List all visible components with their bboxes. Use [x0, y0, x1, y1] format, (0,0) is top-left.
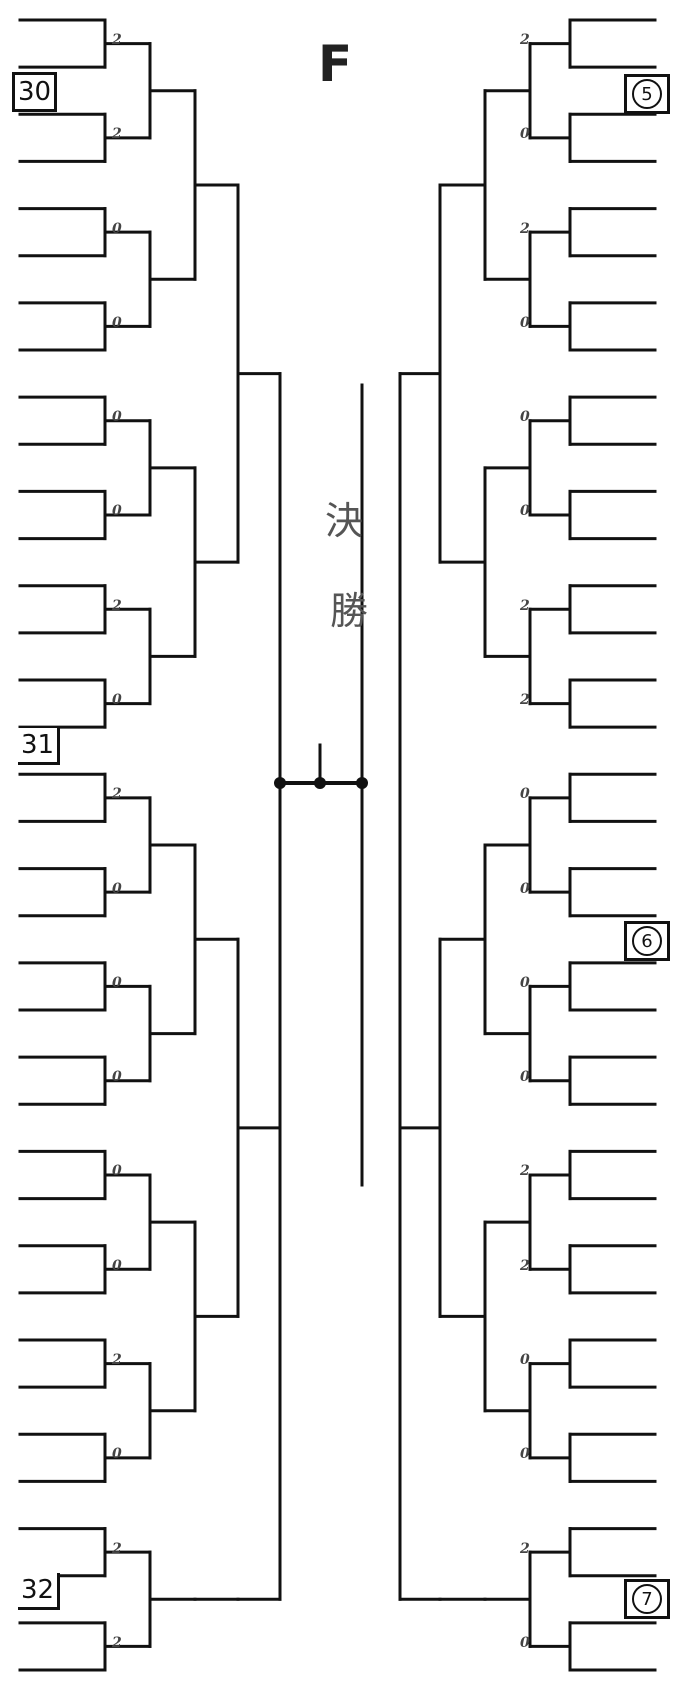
score-mark: 0: [112, 503, 122, 519]
score-mark: 2: [112, 786, 122, 802]
score-mark: 2: [520, 1541, 530, 1557]
seed-7-number: 7: [632, 1584, 662, 1614]
score-mark: 2: [112, 1352, 122, 1368]
seed-30-label: 30: [12, 72, 57, 112]
score-mark: 2: [112, 1635, 122, 1651]
score-mark: 0: [520, 1635, 530, 1651]
score-mark: 0: [112, 1446, 122, 1462]
score-mark: 0: [520, 975, 530, 991]
score-mark: 2: [520, 32, 530, 48]
score-mark: 0: [112, 881, 122, 897]
score-mark: 0: [520, 881, 530, 897]
center-mark-top: 決: [325, 490, 363, 545]
score-mark: 0: [520, 126, 530, 142]
score-mark: 0: [112, 221, 122, 237]
final-dot-right: [356, 777, 368, 789]
seed-32-label: 32: [18, 1573, 60, 1610]
score-mark: 0: [112, 975, 122, 991]
score-mark: 0: [520, 1352, 530, 1368]
score-mark: 0: [520, 409, 530, 425]
score-mark: 2: [520, 1258, 530, 1274]
score-mark: 0: [112, 1069, 122, 1085]
score-mark: 0: [112, 315, 122, 331]
score-mark: 2: [112, 126, 122, 142]
score-mark: 2: [520, 692, 530, 708]
score-mark: 0: [112, 1258, 122, 1274]
score-mark: 0: [520, 786, 530, 802]
score-mark: 0: [520, 315, 530, 331]
score-mark: 0: [112, 1163, 122, 1179]
bracket-title: F: [318, 35, 352, 93]
score-mark: 2: [520, 221, 530, 237]
score-mark: 2: [112, 32, 122, 48]
seed-5-label: 5: [624, 74, 670, 114]
final-dot-center: [314, 777, 326, 789]
seed-31-label: 31: [18, 728, 60, 765]
seed-7-label: 7: [624, 1579, 670, 1619]
score-mark: 2: [112, 1541, 122, 1557]
seed-6-number: 6: [632, 926, 662, 956]
score-mark: 2: [112, 598, 122, 614]
final-dot-left: [274, 777, 286, 789]
score-mark: 0: [520, 503, 530, 519]
seed-5-number: 5: [632, 79, 662, 109]
score-mark: 0: [112, 409, 122, 425]
seed-6-label: 6: [624, 921, 670, 961]
center-mark-bottom: 勝: [330, 580, 368, 635]
score-mark: 0: [520, 1446, 530, 1462]
score-mark: 2: [520, 598, 530, 614]
score-mark: 2: [520, 1163, 530, 1179]
score-mark: 0: [112, 692, 122, 708]
score-mark: 0: [520, 1069, 530, 1085]
